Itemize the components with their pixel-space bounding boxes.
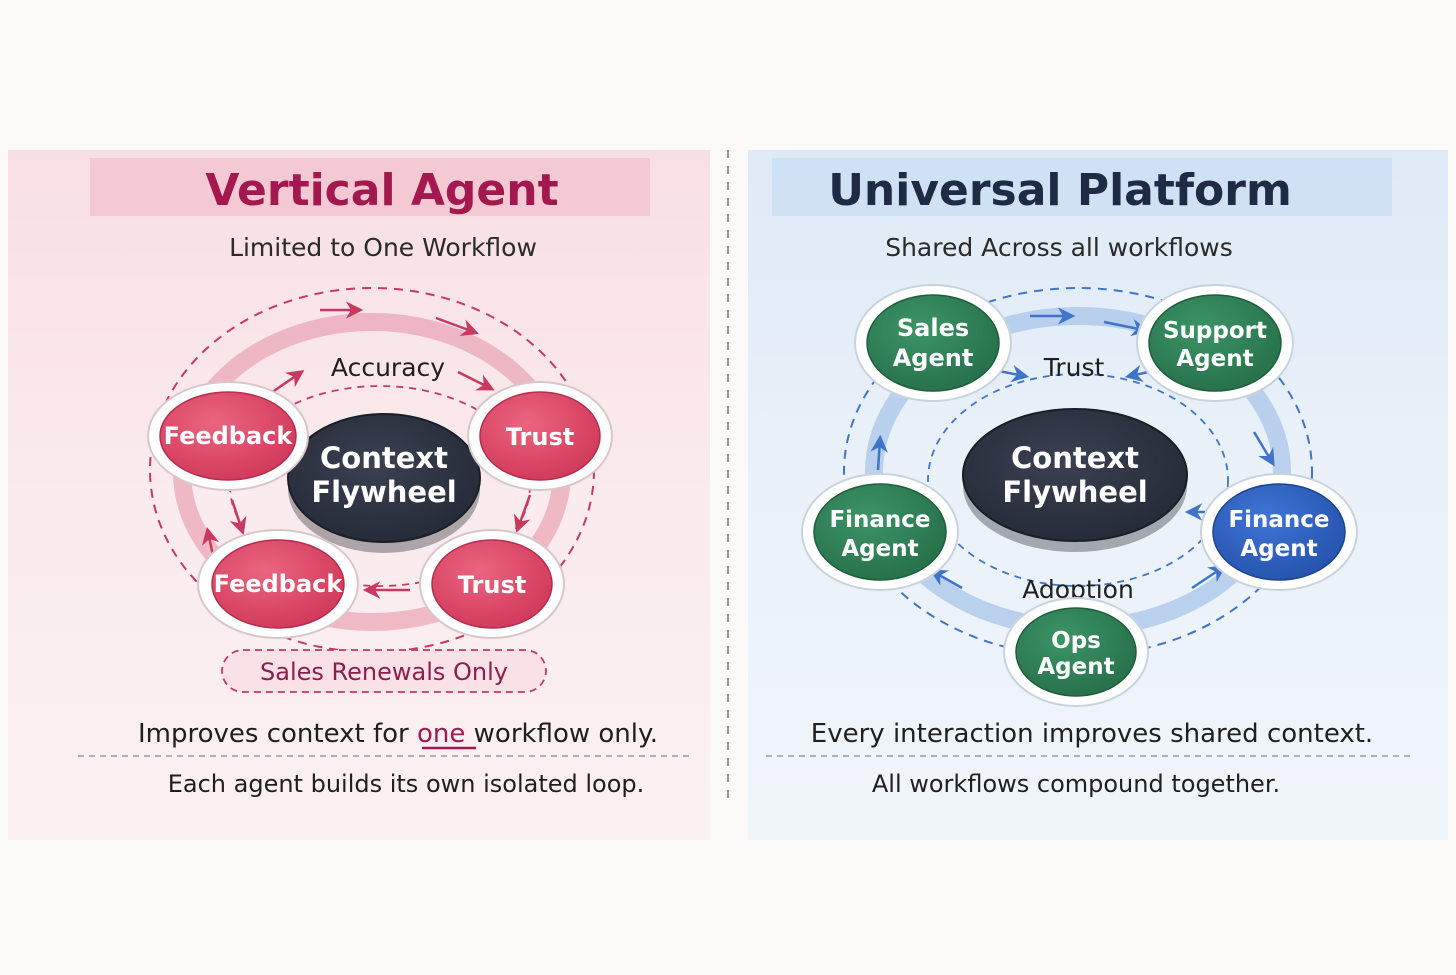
- platform-node-sales-line2: Agent: [893, 344, 974, 372]
- platform-arrow-bottom-right: [1191, 565, 1227, 590]
- vertical-footer-line2: Each agent builds its own isolated loop.: [168, 770, 645, 798]
- vertical-footer-before: Improves context for: [138, 719, 417, 749]
- platform-node-finance-right: Finance Agent: [1200, 473, 1358, 591]
- vertical-node-bottom-left-label: Feedback: [214, 570, 344, 598]
- vertical-node-top-left-label: Feedback: [164, 422, 294, 450]
- platform-inner-loop: [927, 373, 1229, 587]
- vertical-title-wash: [90, 158, 650, 216]
- platform-edge-label-trust: Trust: [1043, 353, 1105, 382]
- platform-arrow-left-up: [870, 434, 888, 471]
- vertical-node-bottom-right-label: Trust: [458, 571, 526, 599]
- platform-node-finance-left-line1: Finance: [829, 507, 930, 533]
- vertical-footer-after: workflow only.: [465, 719, 658, 749]
- vertical-node-top-right: Trust: [467, 381, 613, 491]
- vertical-arrow-right-down: [513, 494, 532, 533]
- platform-hub-line1: Context: [1011, 441, 1139, 475]
- platform-node-support-line1: Support: [1163, 318, 1267, 344]
- vertical-arrow-top-2: [435, 316, 479, 336]
- vertical-subtitle: Limited to One Workflow: [229, 233, 537, 262]
- platform-node-sales: Sales Agent: [854, 284, 1012, 402]
- vertical-node-top-left: Feedback: [147, 381, 309, 491]
- vertical-arrow-accuracy-out: [457, 370, 495, 391]
- platform-arrow-right-down: [1252, 431, 1275, 467]
- vertical-panel: Vertical Agent Limited to One Workflow A…: [8, 150, 710, 840]
- vertical-hub-line2: Flywheel: [311, 475, 456, 509]
- vertical-scope-tag-label: Sales Renewals Only: [260, 658, 508, 686]
- platform-node-finance-left-line2: Agent: [841, 536, 918, 562]
- platform-node-sales-line1: Sales: [897, 314, 969, 342]
- vertical-title: Vertical Agent: [205, 165, 558, 216]
- vertical-node-bottom-right: Trust: [419, 529, 565, 639]
- vertical-footer-line1: Improves context for one workflow only.: [138, 719, 658, 749]
- vertical-hub: Context Flywheel: [287, 413, 481, 553]
- platform-subtitle: Shared Across all workflows: [885, 233, 1233, 262]
- platform-arrow-bottom-left: [929, 569, 963, 590]
- platform-node-finance-right-line1: Finance: [1228, 507, 1329, 533]
- platform-node-finance-left: Finance Agent: [801, 473, 959, 591]
- platform-node-ops: Ops Agent: [1003, 597, 1149, 707]
- platform-panel: Universal Platform Shared Across all wor…: [748, 150, 1448, 840]
- platform-node-ops-line2: Agent: [1037, 654, 1114, 680]
- vertical-arrow-left-down: [229, 499, 247, 535]
- platform-title: Universal Platform: [828, 165, 1292, 216]
- platform-arrow-top-2: [1103, 319, 1150, 337]
- vertical-node-bottom-left: Feedback: [197, 529, 359, 639]
- platform-node-support: Support Agent: [1136, 284, 1294, 402]
- platform-footer-line2: All workflows compound together.: [872, 770, 1280, 798]
- platform-node-finance-right-line2: Agent: [1240, 536, 1317, 562]
- platform-hub: Context Flywheel: [962, 408, 1188, 552]
- vertical-edge-label-accuracy: Accuracy: [331, 353, 445, 382]
- platform-outer-loop: [843, 287, 1313, 657]
- platform-footer-line1: Every interaction improves shared contex…: [811, 719, 1373, 749]
- platform-node-support-line2: Agent: [1176, 346, 1253, 372]
- platform-hub-line2: Flywheel: [1002, 475, 1147, 509]
- platform-node-ops-line1: Ops: [1051, 628, 1101, 654]
- vertical-footer-emphasis: one: [417, 719, 465, 749]
- platform-title-wash: [772, 158, 1392, 216]
- vertical-scope-tag: Sales Renewals Only: [221, 649, 547, 693]
- vertical-node-top-right-label: Trust: [506, 423, 574, 451]
- vertical-hub-line1: Context: [320, 441, 448, 475]
